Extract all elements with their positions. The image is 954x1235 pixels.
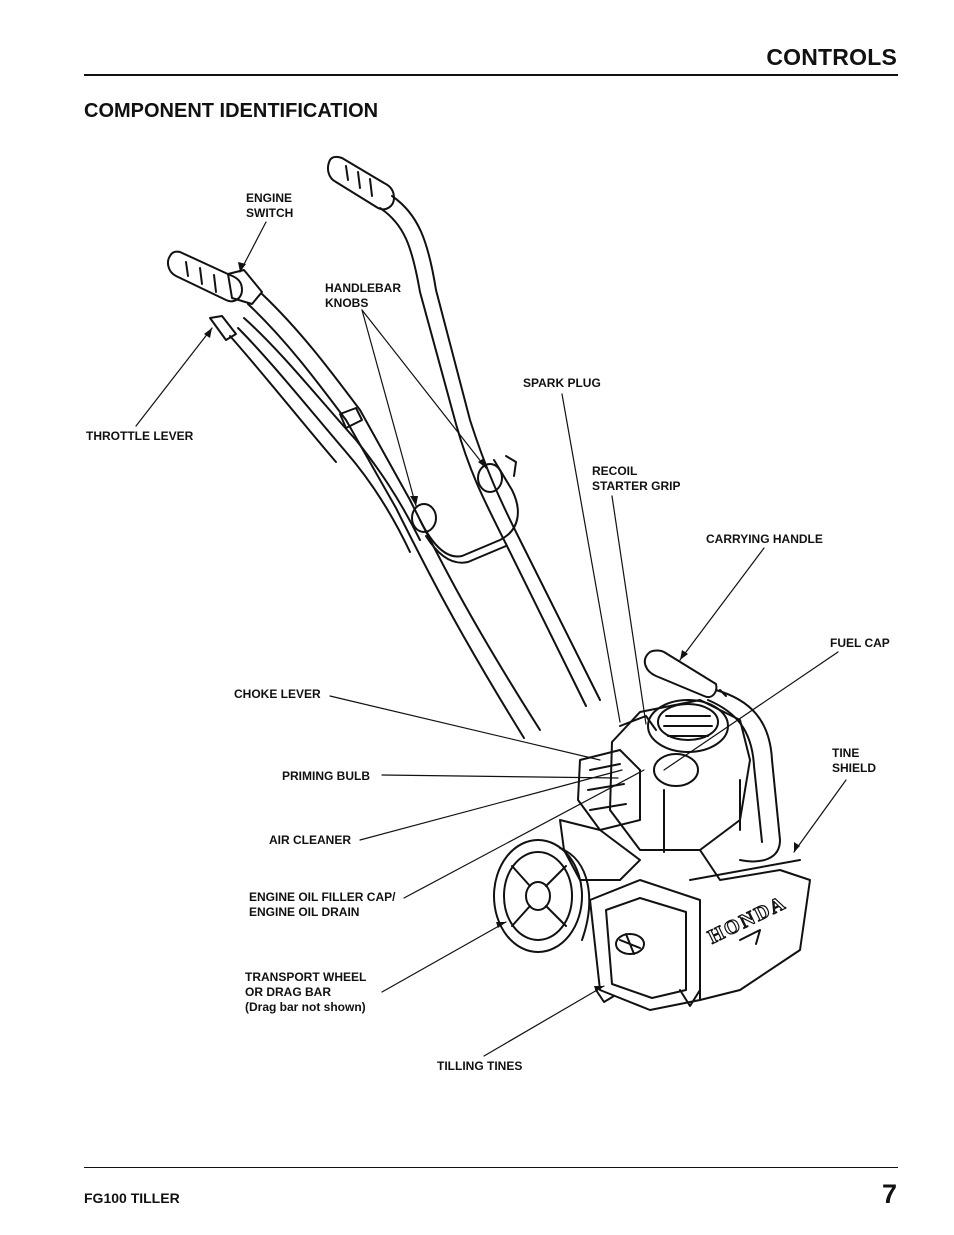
gearbox [559,819,701,1011]
frame [643,649,811,1001]
leader-recoil-grip [611,495,647,725]
leader-tilling-tines [483,985,605,1057]
left-handlebar [167,250,541,739]
leader-tine-shield [793,779,847,853]
leader-carrying-handle [679,547,765,661]
right-handlebar [379,195,601,707]
tilling-tines-art [595,929,761,1007]
leader-lines [135,221,847,1057]
label-oil-filler-cap: ENGINE OIL FILLER CAP/ENGINE OIL DRAIN [249,890,396,919]
label-priming-bulb: PRIMING BULB [282,769,370,783]
leader-handlebar-knob-right [361,309,487,469]
leader-handlebar-knob-left [361,309,417,507]
label-tilling-tines: TILLING TINES [437,1059,523,1073]
page-section-title: CONTROLS [766,44,897,70]
label-air-cleaner: AIR CLEANER [269,833,352,847]
leader-priming-bulb [381,774,619,779]
leader-air-cleaner [359,769,623,841]
label-choke-lever: CHOKE LEVER [234,687,321,701]
leader-spark-plug [561,393,621,723]
label-carrying-handle: CARRYING HANDLE [706,532,823,546]
brand-mark: HONDA [705,892,791,949]
footer-model: FG100 TILLER [84,1190,180,1206]
leader-oil-filler [403,769,645,899]
arrow-heads [204,262,800,992]
section-title: COMPONENT IDENTIFICATION [84,100,379,122]
header-rule [84,74,898,76]
page-number: 7 [881,1179,897,1209]
label-throttle-lever: THROTTLE LEVER [86,429,194,443]
footer-rule [84,1167,898,1168]
label-spark-plug: SPARK PLUG [523,376,601,390]
label-fuel-cap: FUEL CAP [830,636,890,650]
leader-fuel-cap [663,651,839,771]
transport-wheel [493,839,591,953]
leader-choke-lever [329,695,601,761]
right-grip [327,155,395,211]
handlebar-brace [411,455,519,564]
leader-transport-wheel [381,921,507,993]
leader-throttle-lever [135,327,213,427]
engine [577,699,751,853]
